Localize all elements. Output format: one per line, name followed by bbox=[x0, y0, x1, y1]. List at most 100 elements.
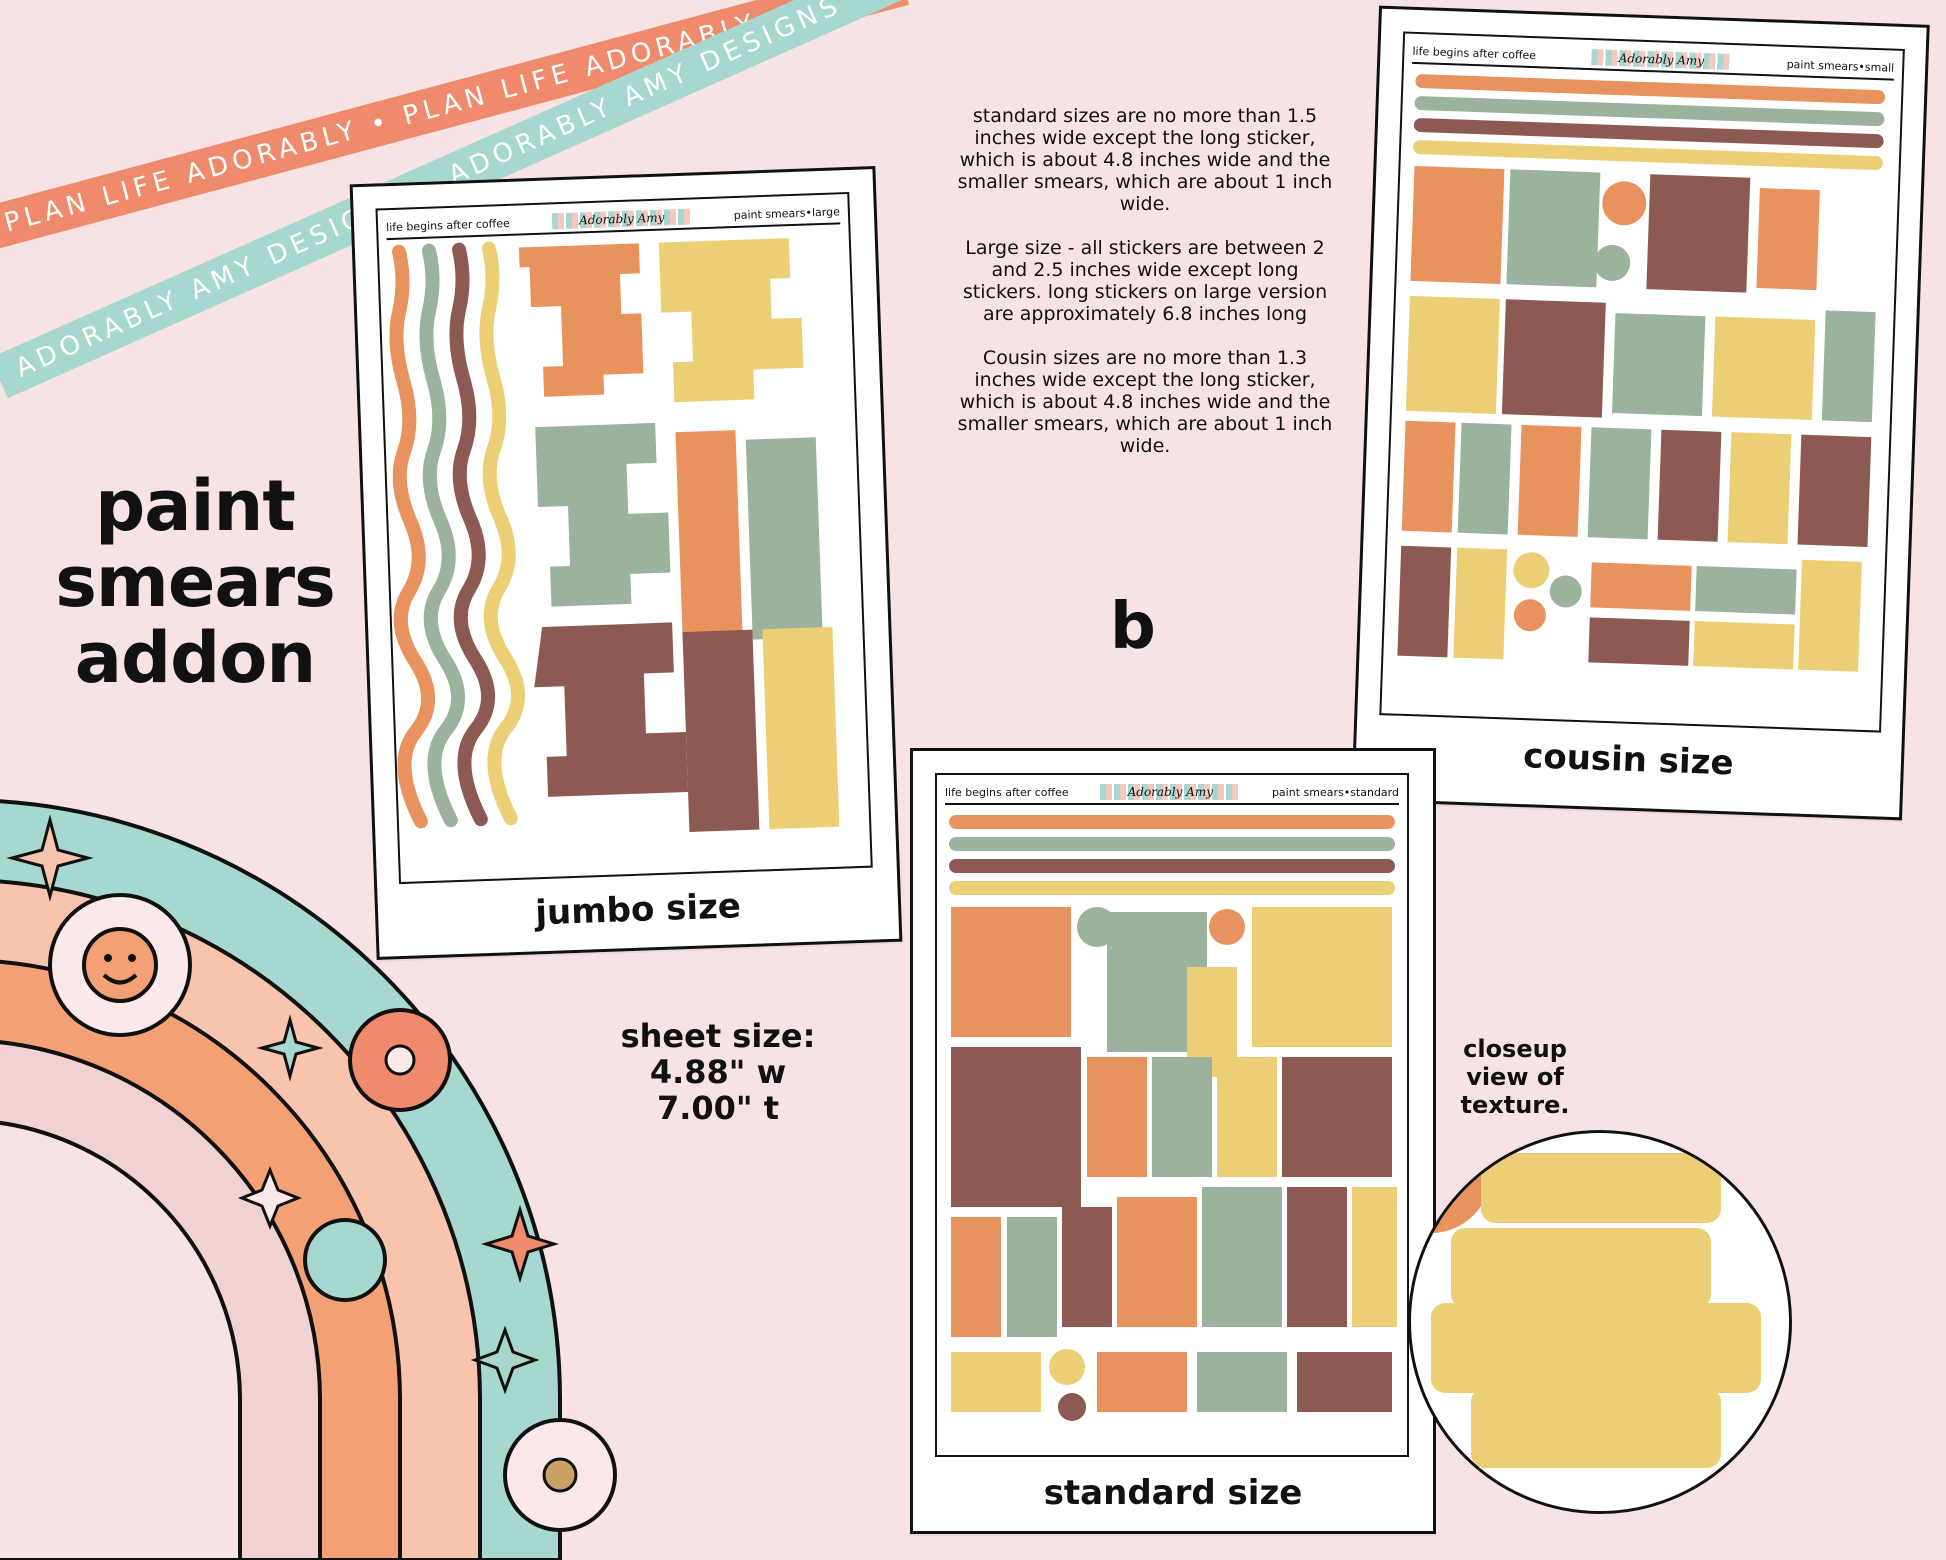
sheet-header: life begins after coffee Adorably Amy pa… bbox=[945, 781, 1399, 805]
smear bbox=[951, 1217, 1001, 1337]
smear bbox=[1588, 617, 1690, 666]
sticker-sheet: life begins after coffee Adorably Amy pa… bbox=[935, 773, 1409, 1457]
long-smear bbox=[1414, 96, 1885, 127]
smear bbox=[1756, 188, 1820, 291]
smear bbox=[1297, 1352, 1392, 1412]
closeup-orange-smear bbox=[1411, 1133, 1491, 1233]
cousin-size-card: life begins after coffee Adorably Amy pa… bbox=[1351, 5, 1930, 821]
smear bbox=[682, 629, 760, 832]
teal-flower-icon bbox=[303, 1218, 387, 1302]
smear bbox=[1209, 909, 1245, 945]
long-stickers bbox=[389, 241, 525, 829]
long-smear bbox=[1415, 74, 1886, 105]
smear bbox=[1049, 1349, 1085, 1385]
size-caption: cousin size bbox=[1522, 736, 1735, 784]
smear bbox=[1252, 907, 1392, 1047]
long-smear bbox=[1413, 118, 1884, 149]
long-smear bbox=[949, 837, 1395, 851]
smear bbox=[1517, 424, 1582, 537]
sticker-art bbox=[389, 238, 840, 832]
smear bbox=[1410, 165, 1505, 285]
long-smear bbox=[419, 243, 465, 828]
smear bbox=[1506, 169, 1601, 288]
smear bbox=[1058, 1393, 1086, 1421]
smear bbox=[1602, 181, 1647, 226]
title-line: paint bbox=[95, 465, 296, 547]
long-stickers bbox=[949, 815, 1395, 895]
long-smear bbox=[949, 859, 1395, 873]
smear bbox=[1513, 599, 1546, 632]
smear bbox=[1590, 562, 1692, 611]
sheet-subtitle: paint smears•small bbox=[1786, 57, 1895, 75]
smear bbox=[1587, 427, 1652, 540]
closeup-smear bbox=[1431, 1303, 1761, 1393]
brand-logo: Adorably Amy bbox=[1591, 49, 1732, 70]
smear bbox=[1457, 422, 1512, 535]
sheet-title: life begins after coffee bbox=[385, 216, 510, 234]
smears bbox=[951, 907, 1397, 1421]
smear bbox=[1693, 621, 1795, 670]
smear bbox=[951, 1047, 1081, 1207]
sheet-width: 4.88" w bbox=[649, 1053, 787, 1091]
standard-size-card: life begins after coffee Adorably Amy pa… bbox=[910, 748, 1436, 1534]
variant-letter: b bbox=[1110, 590, 1156, 664]
smear bbox=[1821, 310, 1876, 423]
smears bbox=[518, 238, 840, 832]
smear bbox=[1549, 575, 1582, 608]
brand-logo: Adorably Amy bbox=[551, 208, 692, 230]
smear bbox=[1727, 432, 1792, 545]
standard-size-info: standard sizes are no more than 1.5 inch… bbox=[957, 105, 1333, 215]
smear bbox=[675, 430, 744, 653]
texture-closeup bbox=[1408, 1130, 1792, 1514]
smear bbox=[1197, 1352, 1287, 1412]
smear bbox=[534, 622, 689, 797]
closeup-smear bbox=[1451, 1228, 1711, 1308]
sticker-art bbox=[1397, 74, 1886, 672]
closeup-label: closeup view of texture. bbox=[1460, 1035, 1570, 1119]
smear bbox=[1397, 545, 1452, 658]
long-smear bbox=[949, 815, 1395, 829]
smear bbox=[1695, 566, 1797, 615]
product-title: paint smears addon bbox=[30, 468, 360, 696]
smear bbox=[1087, 1057, 1147, 1177]
long-smear bbox=[1413, 140, 1883, 171]
smear bbox=[1152, 1057, 1212, 1177]
large-size-info: Large size - all stickers are between 2 … bbox=[962, 237, 1328, 325]
sparkle-icon bbox=[480, 1204, 560, 1284]
smear bbox=[1657, 429, 1722, 542]
daisy-icon bbox=[503, 1418, 617, 1532]
sticker-art bbox=[949, 815, 1397, 1421]
cousin-size-info: Cousin sizes are no more than 1.3 inches… bbox=[957, 347, 1333, 457]
closeup-smear bbox=[1471, 1388, 1721, 1468]
size-caption: standard size bbox=[1043, 1473, 1303, 1513]
rainbow-inner bbox=[0, 1120, 242, 1560]
smear bbox=[1097, 1352, 1187, 1412]
sheet-subtitle: paint smears•large bbox=[733, 204, 841, 222]
smear bbox=[762, 626, 840, 830]
smear bbox=[1594, 244, 1631, 281]
sheet-title: life begins after coffee bbox=[945, 785, 1069, 799]
smear bbox=[1217, 1057, 1277, 1177]
sparkle-icon bbox=[470, 1325, 540, 1395]
smears bbox=[1397, 165, 1876, 672]
smear bbox=[1405, 295, 1500, 414]
smear bbox=[1611, 313, 1706, 417]
smear bbox=[1282, 1057, 1392, 1177]
long-smear bbox=[449, 242, 495, 827]
size-info: standard sizes are no more than 1.5 inch… bbox=[955, 105, 1335, 479]
rainbow-illustration bbox=[0, 799, 617, 1560]
smear bbox=[1798, 559, 1862, 672]
long-smear bbox=[949, 881, 1395, 895]
sheet-title: life begins after coffee bbox=[1412, 44, 1537, 62]
brand-logo: Adorably Amy bbox=[1100, 784, 1241, 800]
smear bbox=[1202, 1187, 1282, 1327]
smear bbox=[1117, 1197, 1197, 1327]
smear bbox=[1501, 299, 1606, 418]
sheet-subtitle: paint smears•standard bbox=[1271, 785, 1399, 799]
smear bbox=[1513, 552, 1550, 589]
sparkle-icon bbox=[237, 1165, 303, 1231]
sticker-sheet: life begins after coffee Adorably Amy pa… bbox=[1379, 31, 1905, 733]
sheet-height: 7.00" t bbox=[656, 1089, 780, 1127]
smear bbox=[658, 238, 804, 403]
long-smear bbox=[479, 241, 525, 826]
